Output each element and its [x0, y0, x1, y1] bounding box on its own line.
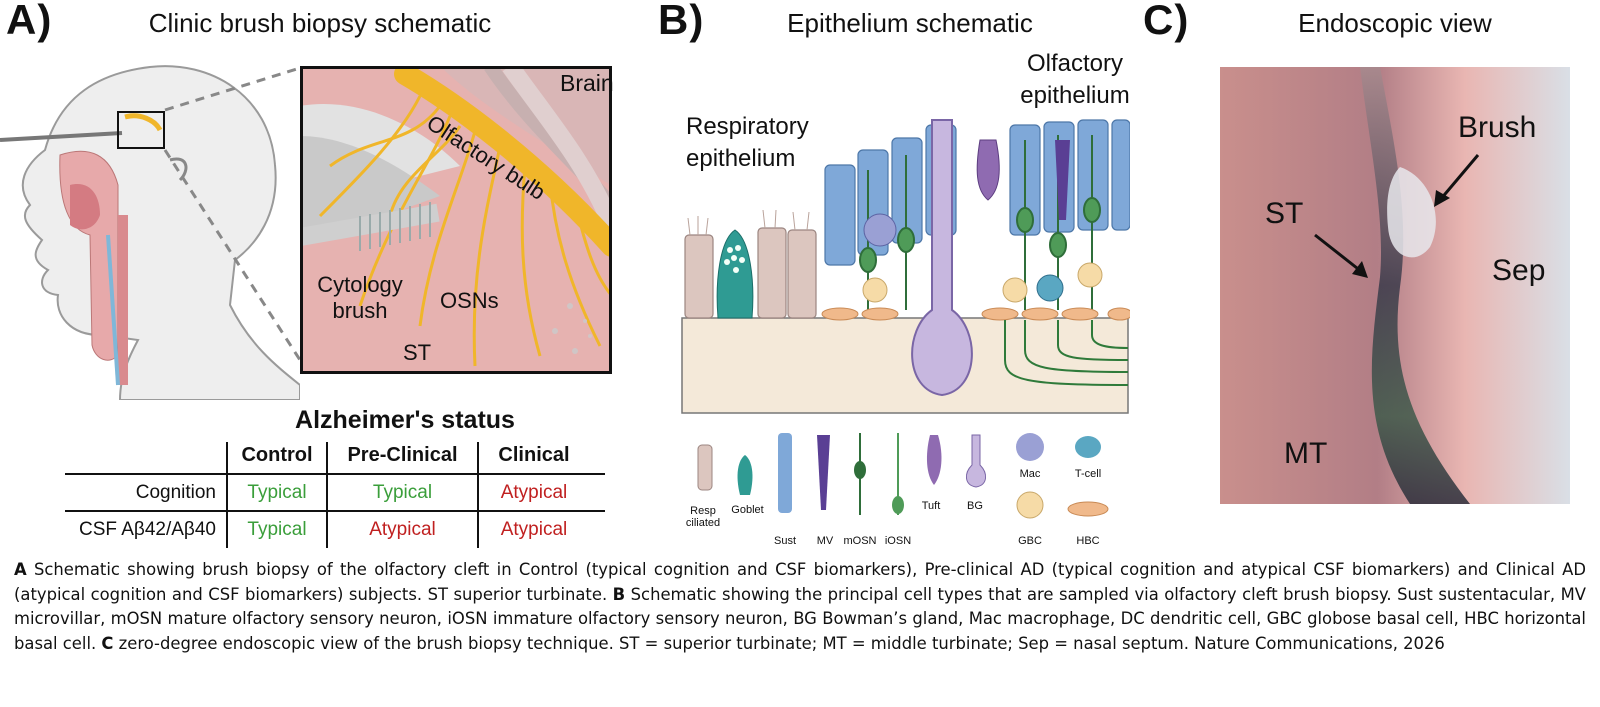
cell-csf-preclinical: Atypical: [369, 519, 436, 540]
olfactory-epithelium-line-1: Olfactory: [1026, 50, 1124, 77]
cell-cognition-clinical: Atypical: [500, 482, 568, 503]
panel-c-letter: C): [1143, 0, 1190, 43]
cell-csf-clinical: Atypical: [500, 519, 568, 540]
panel-a-letter: A): [6, 0, 53, 43]
legend-mosn: mOSN: [843, 535, 877, 547]
osns-label: OSNs: [440, 288, 499, 313]
head-illustration: [0, 65, 300, 400]
respiratory-epithelium-line-2: epithelium: [686, 145, 796, 172]
cytology-brush-label: Cytology brush: [317, 272, 403, 323]
endoscopic-sep-label: Sep: [1492, 254, 1546, 287]
panel-a-title: Clinic brush biopsy schematic: [148, 8, 492, 38]
status-table-title: Alzheimer's status: [295, 406, 515, 434]
zoom-connector-lines: [163, 66, 302, 361]
cell-type-legend-icons: [697, 433, 1109, 519]
endoscopic-image: [1220, 67, 1570, 504]
cell-cognition-control: Typical: [247, 482, 307, 503]
legend-resp-ciliated: Resp ciliated: [685, 505, 721, 529]
legend-gbc: GBC: [1018, 535, 1042, 547]
legend-bg: BG: [967, 500, 983, 512]
respiratory-epithelium-label: Respiratory epithelium: [686, 111, 809, 175]
row-label-csf: CSF Aβ42/Aβ40: [79, 519, 216, 540]
legend-sust: Sust: [773, 535, 796, 547]
legend-tuft: Tuft: [921, 500, 941, 512]
legend-iosn: iOSN: [884, 535, 912, 547]
legend-hbc: HBC: [1076, 535, 1100, 547]
panel-c-title: Endoscopic view: [1298, 8, 1492, 38]
legend-tcell: T-cell: [1074, 468, 1102, 480]
olfactory-epithelium-line-2: epithelium: [1020, 82, 1130, 109]
endoscopic-arrows: [1314, 154, 1480, 278]
olfactory-epithelium-label: Olfactory epithelium: [1000, 48, 1150, 112]
endoscopic-brush-label: Brush: [1458, 111, 1537, 144]
legend-mac: Mac: [1019, 468, 1041, 480]
caption-c-text: zero-degree endoscopic view of the brush…: [113, 633, 1445, 653]
legend-goblet: Goblet: [731, 504, 764, 516]
caption-b-text: Schematic showing the principal cell typ…: [14, 584, 1586, 653]
col-header-control: Control: [241, 444, 313, 466]
cell-csf-control: Typical: [247, 519, 307, 540]
col-header-clinical: Clinical: [498, 444, 570, 466]
panel-b-letter: B): [658, 0, 705, 43]
row-label-cognition: Cognition: [135, 482, 216, 503]
caption-a-letter: A: [14, 560, 27, 579]
status-table-grid: [65, 442, 605, 548]
endoscopic-mt-label: MT: [1284, 437, 1328, 470]
epithelium-illustration: [681, 119, 1130, 414]
caption-b-letter: B: [612, 584, 626, 604]
cell-cognition-preclinical: Typical: [372, 482, 433, 503]
panel-b-title: Epithelium schematic: [787, 8, 1033, 38]
col-header-preclinical: Pre-Clinical: [347, 444, 458, 466]
olfactory-inset: [300, 66, 612, 374]
figure-caption: A Schematic showing brush biopsy of the …: [14, 558, 1586, 656]
respiratory-epithelium-line-1: Respiratory: [686, 113, 809, 140]
caption-a-text: Schematic showing brush biopsy of the ol…: [14, 560, 1586, 604]
endoscopic-st-label: ST: [1265, 197, 1304, 230]
legend-mv: MV: [816, 535, 834, 547]
brain-label: Brain: [560, 70, 614, 96]
caption-c-letter: C: [101, 633, 114, 653]
inset-st-label: ST: [403, 340, 432, 365]
